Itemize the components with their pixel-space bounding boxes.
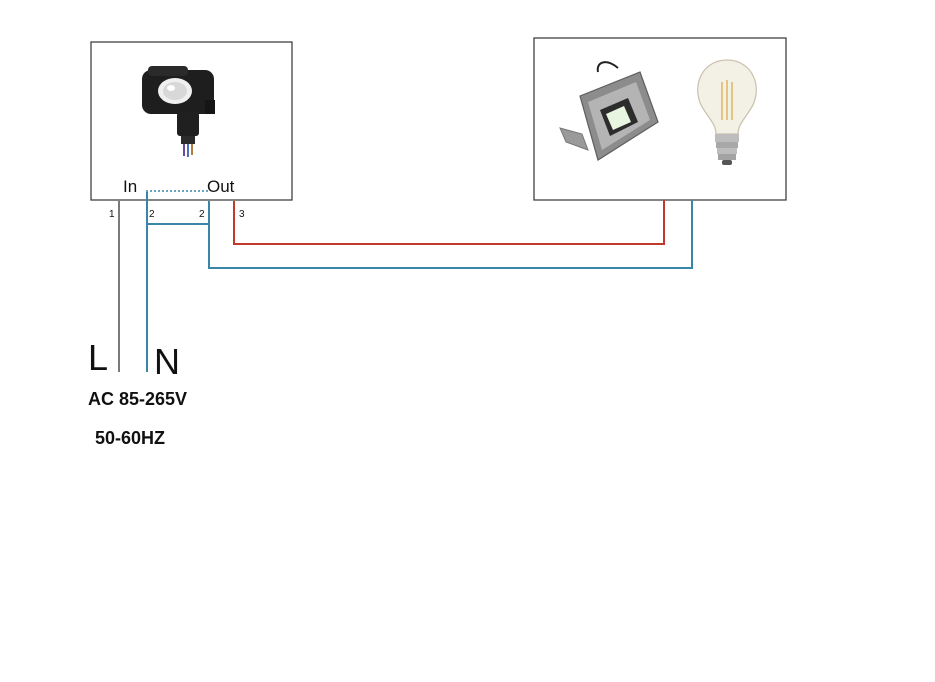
- pir-motion-sensor-icon: [142, 66, 215, 157]
- voltage-label: AC 85-265V: [88, 389, 187, 409]
- filament-bulb-icon: [697, 59, 757, 165]
- line-label: L: [88, 337, 108, 378]
- load-box: [533, 37, 787, 201]
- out-label: Out: [207, 177, 235, 196]
- pin-2-left-label: 2: [149, 209, 155, 220]
- pin-3-label: 3: [239, 209, 245, 220]
- led-floodlight-icon: [559, 61, 659, 161]
- pin-2-right-label: 2: [199, 209, 205, 220]
- frequency-label: 50-60HZ: [95, 428, 165, 448]
- neutral-load-wire: [208, 200, 693, 269]
- switched-live-wire: [233, 200, 665, 245]
- in-label: In: [123, 177, 137, 196]
- pin-1-label: 1: [109, 209, 115, 220]
- neutral-label: N: [154, 341, 180, 382]
